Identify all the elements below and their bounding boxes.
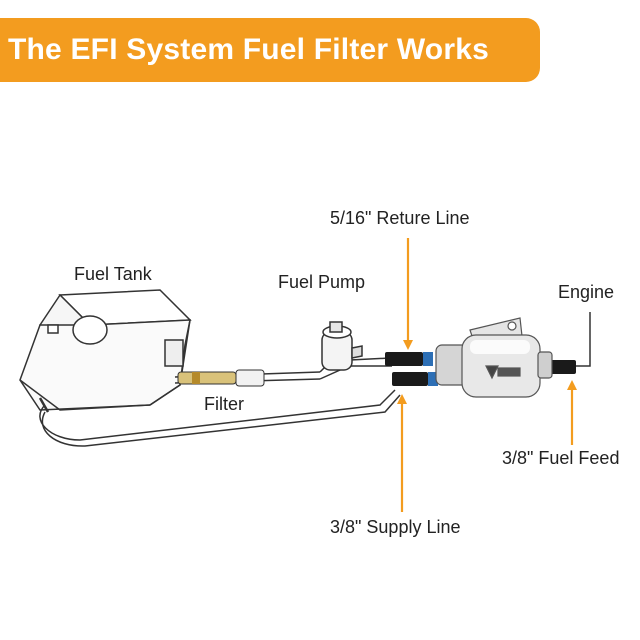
fuel-tank <box>19 289 192 411</box>
fittings <box>385 352 576 386</box>
inline-filter <box>177 369 265 387</box>
label-engine: Engine <box>558 282 615 302</box>
banner-title: The EFI System Fuel Filter Works <box>8 33 489 66</box>
engine-line <box>576 312 591 367</box>
label-return-line: 5/16" Reture Line <box>330 208 470 228</box>
label-filter: Filter <box>204 394 244 414</box>
pointer-lines <box>397 238 577 512</box>
fuel-pump <box>321 321 363 371</box>
label-supply-line: 3/8" Supply Line <box>330 517 461 537</box>
label-fuel-feed: 3/8" Fuel Feed <box>502 448 620 468</box>
label-fuel-tank: Fuel Tank <box>74 264 152 284</box>
title-banner: The EFI System Fuel Filter Works <box>0 18 540 82</box>
efi-fuel-filter <box>435 317 553 398</box>
label-fuel-pump: Fuel Pump <box>278 272 366 292</box>
